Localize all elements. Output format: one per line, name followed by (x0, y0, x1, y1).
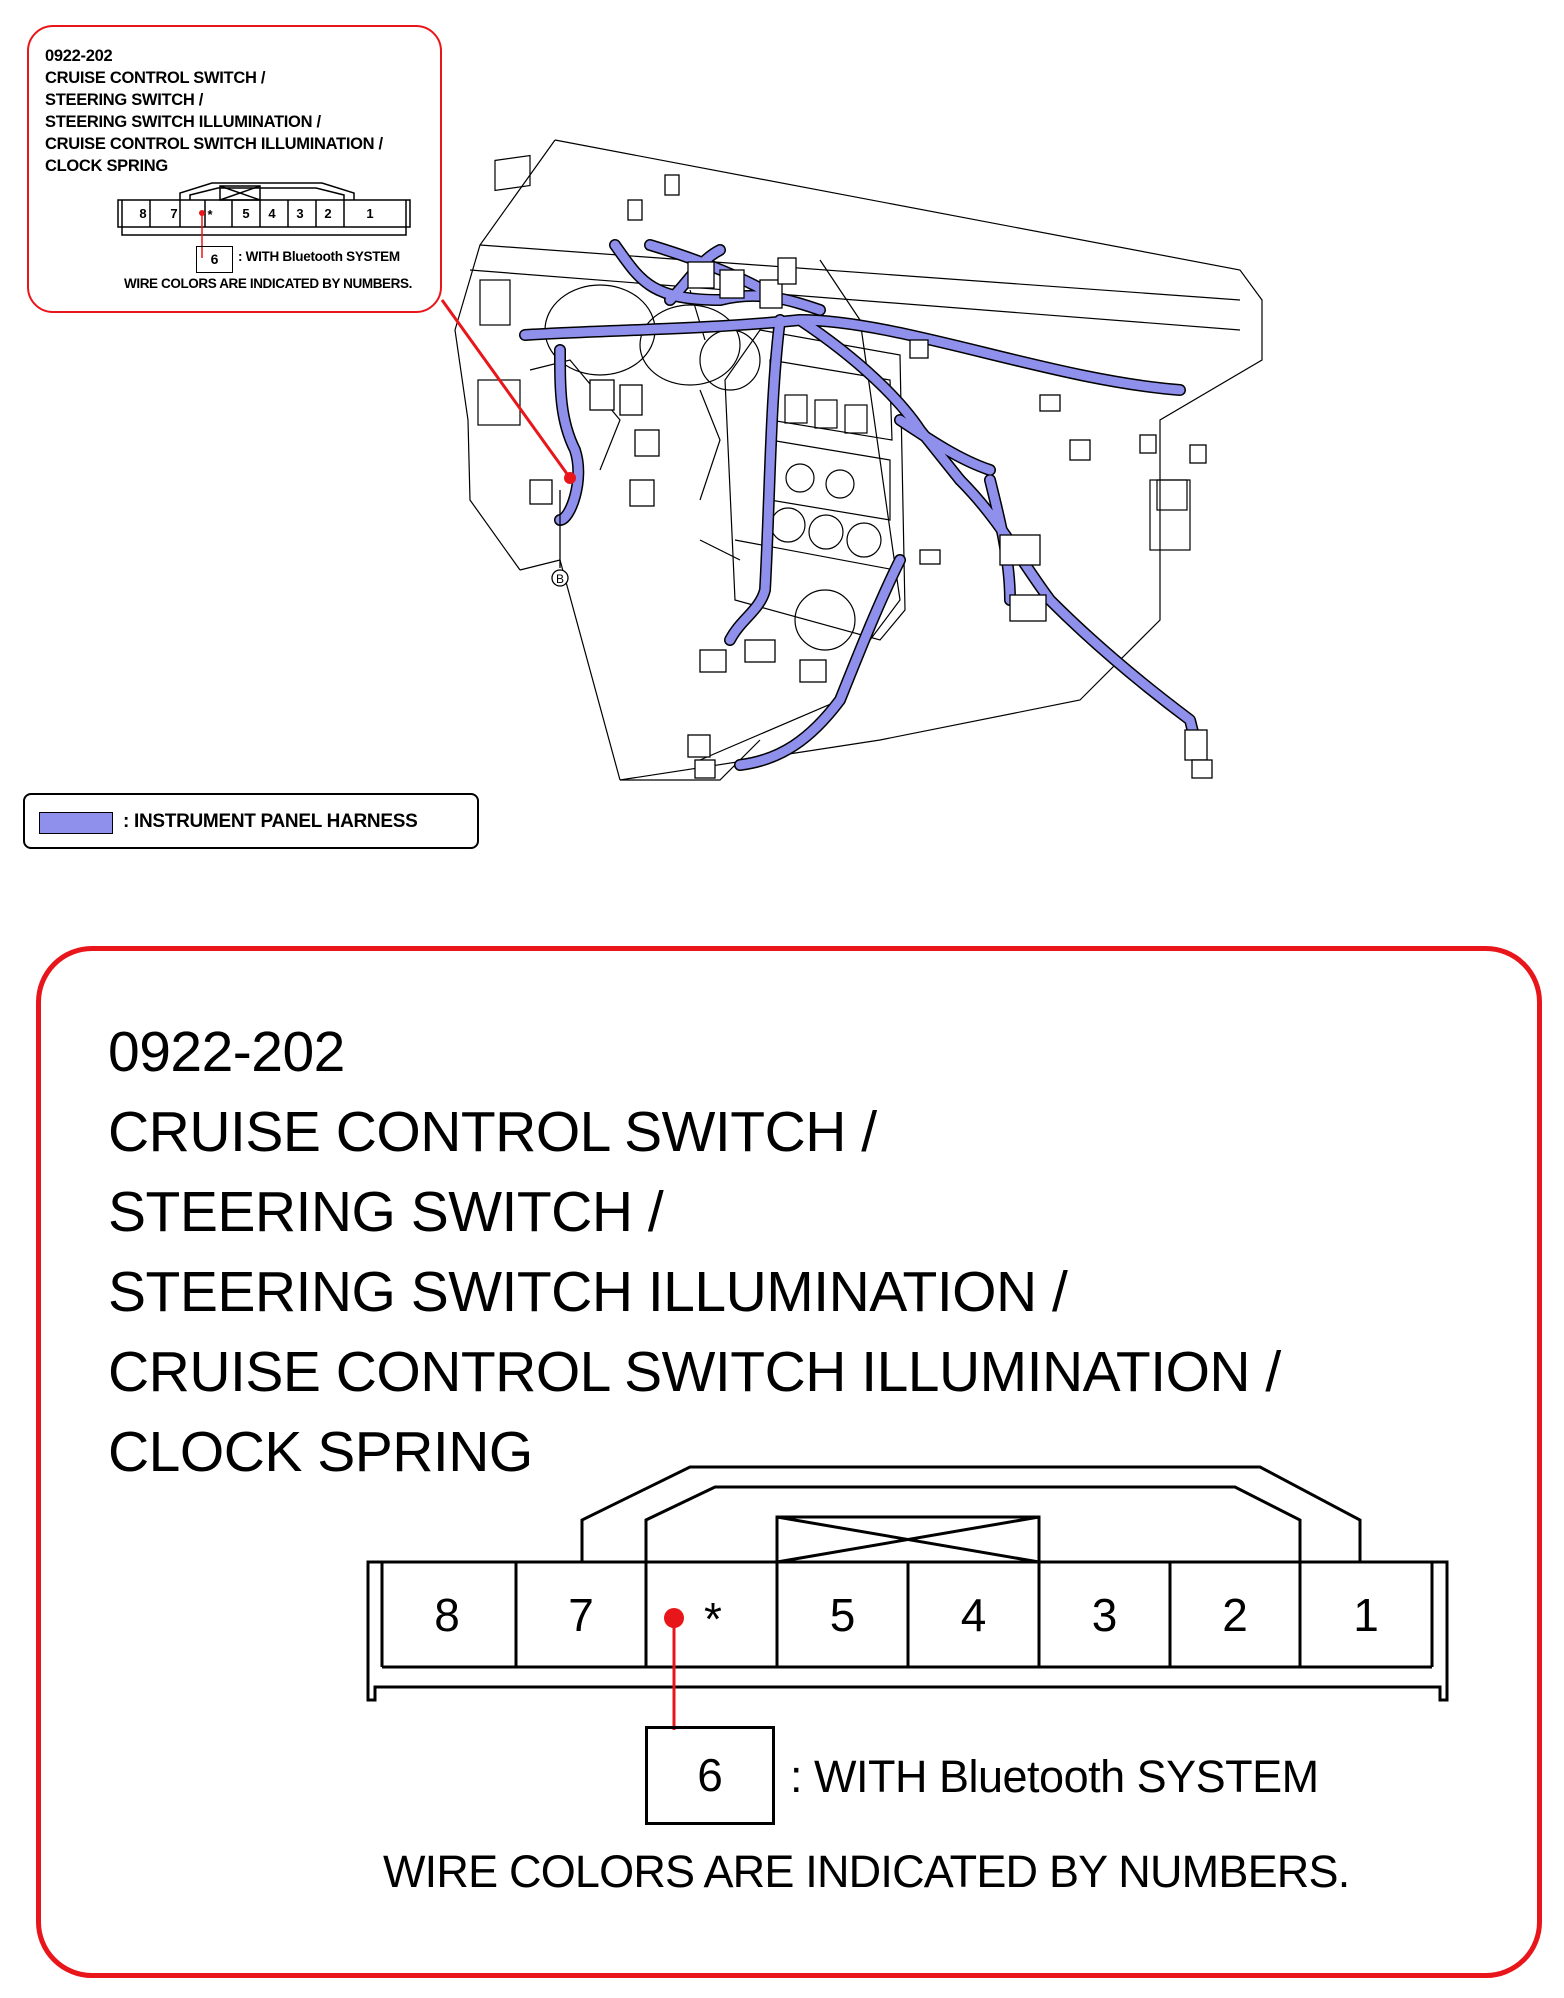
small-pin-7: 7 (170, 206, 178, 221)
small-title-line-2: STEERING SWITCH / (45, 91, 204, 109)
pin-star: * (704, 1593, 722, 1645)
small-connector-diagram (117, 182, 411, 258)
small-title-line-1: CRUISE CONTROL SWITCH / (45, 69, 266, 87)
small-pin-1: 1 (366, 206, 374, 221)
title-line-3: STEERING SWITCH ILLUMINATION / (108, 1260, 1068, 1324)
small-pin-3: 3 (296, 206, 304, 221)
small-pin-2: 2 (324, 206, 332, 221)
pin-4: 4 (960, 1589, 987, 1641)
pin-3: 3 (1091, 1589, 1118, 1641)
small-optional-pin-6: 6 (196, 246, 233, 273)
small-title-line-5: CLOCK SPRING (45, 157, 168, 175)
optional-pin-6: 6 (645, 1726, 775, 1825)
title-line-5: CLOCK SPRING (108, 1420, 533, 1484)
pin-7: 7 (568, 1589, 594, 1641)
pin-2: 2 (1222, 1589, 1248, 1641)
small-connector-code: 0922-202 (45, 47, 113, 65)
bluetooth-system-label: : WITH Bluetooth SYSTEM (790, 1751, 1319, 1802)
instrument-panel-illustration: B (440, 139, 1263, 781)
small-connector-callout (27, 25, 442, 313)
title-line-1: CRUISE CONTROL SWITCH / (108, 1100, 877, 1164)
ground-marker-b: B (556, 572, 564, 586)
small-title-line-3: STEERING SWITCH ILLUMINATION / (45, 113, 321, 131)
connector-code: 0922-202 (108, 1020, 345, 1084)
small-pin-4: 4 (268, 206, 276, 221)
small-pin-star: * (207, 207, 213, 222)
connector-detail-callout (36, 946, 1542, 1978)
small-wire-color-note: WIRE COLORS ARE INDICATED BY NUMBERS. (124, 276, 412, 291)
small-bluetooth-label: : WITH Bluetooth SYSTEM (238, 249, 400, 264)
harness-legend: : INSTRUMENT PANEL HARNESS (23, 793, 479, 849)
small-pin-8: 8 (139, 206, 147, 221)
pin-5: 5 (829, 1589, 856, 1641)
small-pin-5: 5 (242, 206, 250, 221)
harness-color-swatch (39, 812, 113, 834)
harness-legend-label: : INSTRUMENT PANEL HARNESS (123, 811, 418, 832)
wire-color-note: WIRE COLORS ARE INDICATED BY NUMBERS. (383, 1846, 1350, 1897)
connector-face-diagram (366, 1465, 1449, 1730)
pin-1: 1 (1353, 1589, 1379, 1641)
title-line-2: STEERING SWITCH / (108, 1180, 664, 1244)
small-title-line-4: CRUISE CONTROL SWITCH ILLUMINATION / (45, 135, 383, 153)
title-line-4: CRUISE CONTROL SWITCH ILLUMINATION / (108, 1340, 1281, 1404)
pin-8: 8 (434, 1589, 460, 1641)
